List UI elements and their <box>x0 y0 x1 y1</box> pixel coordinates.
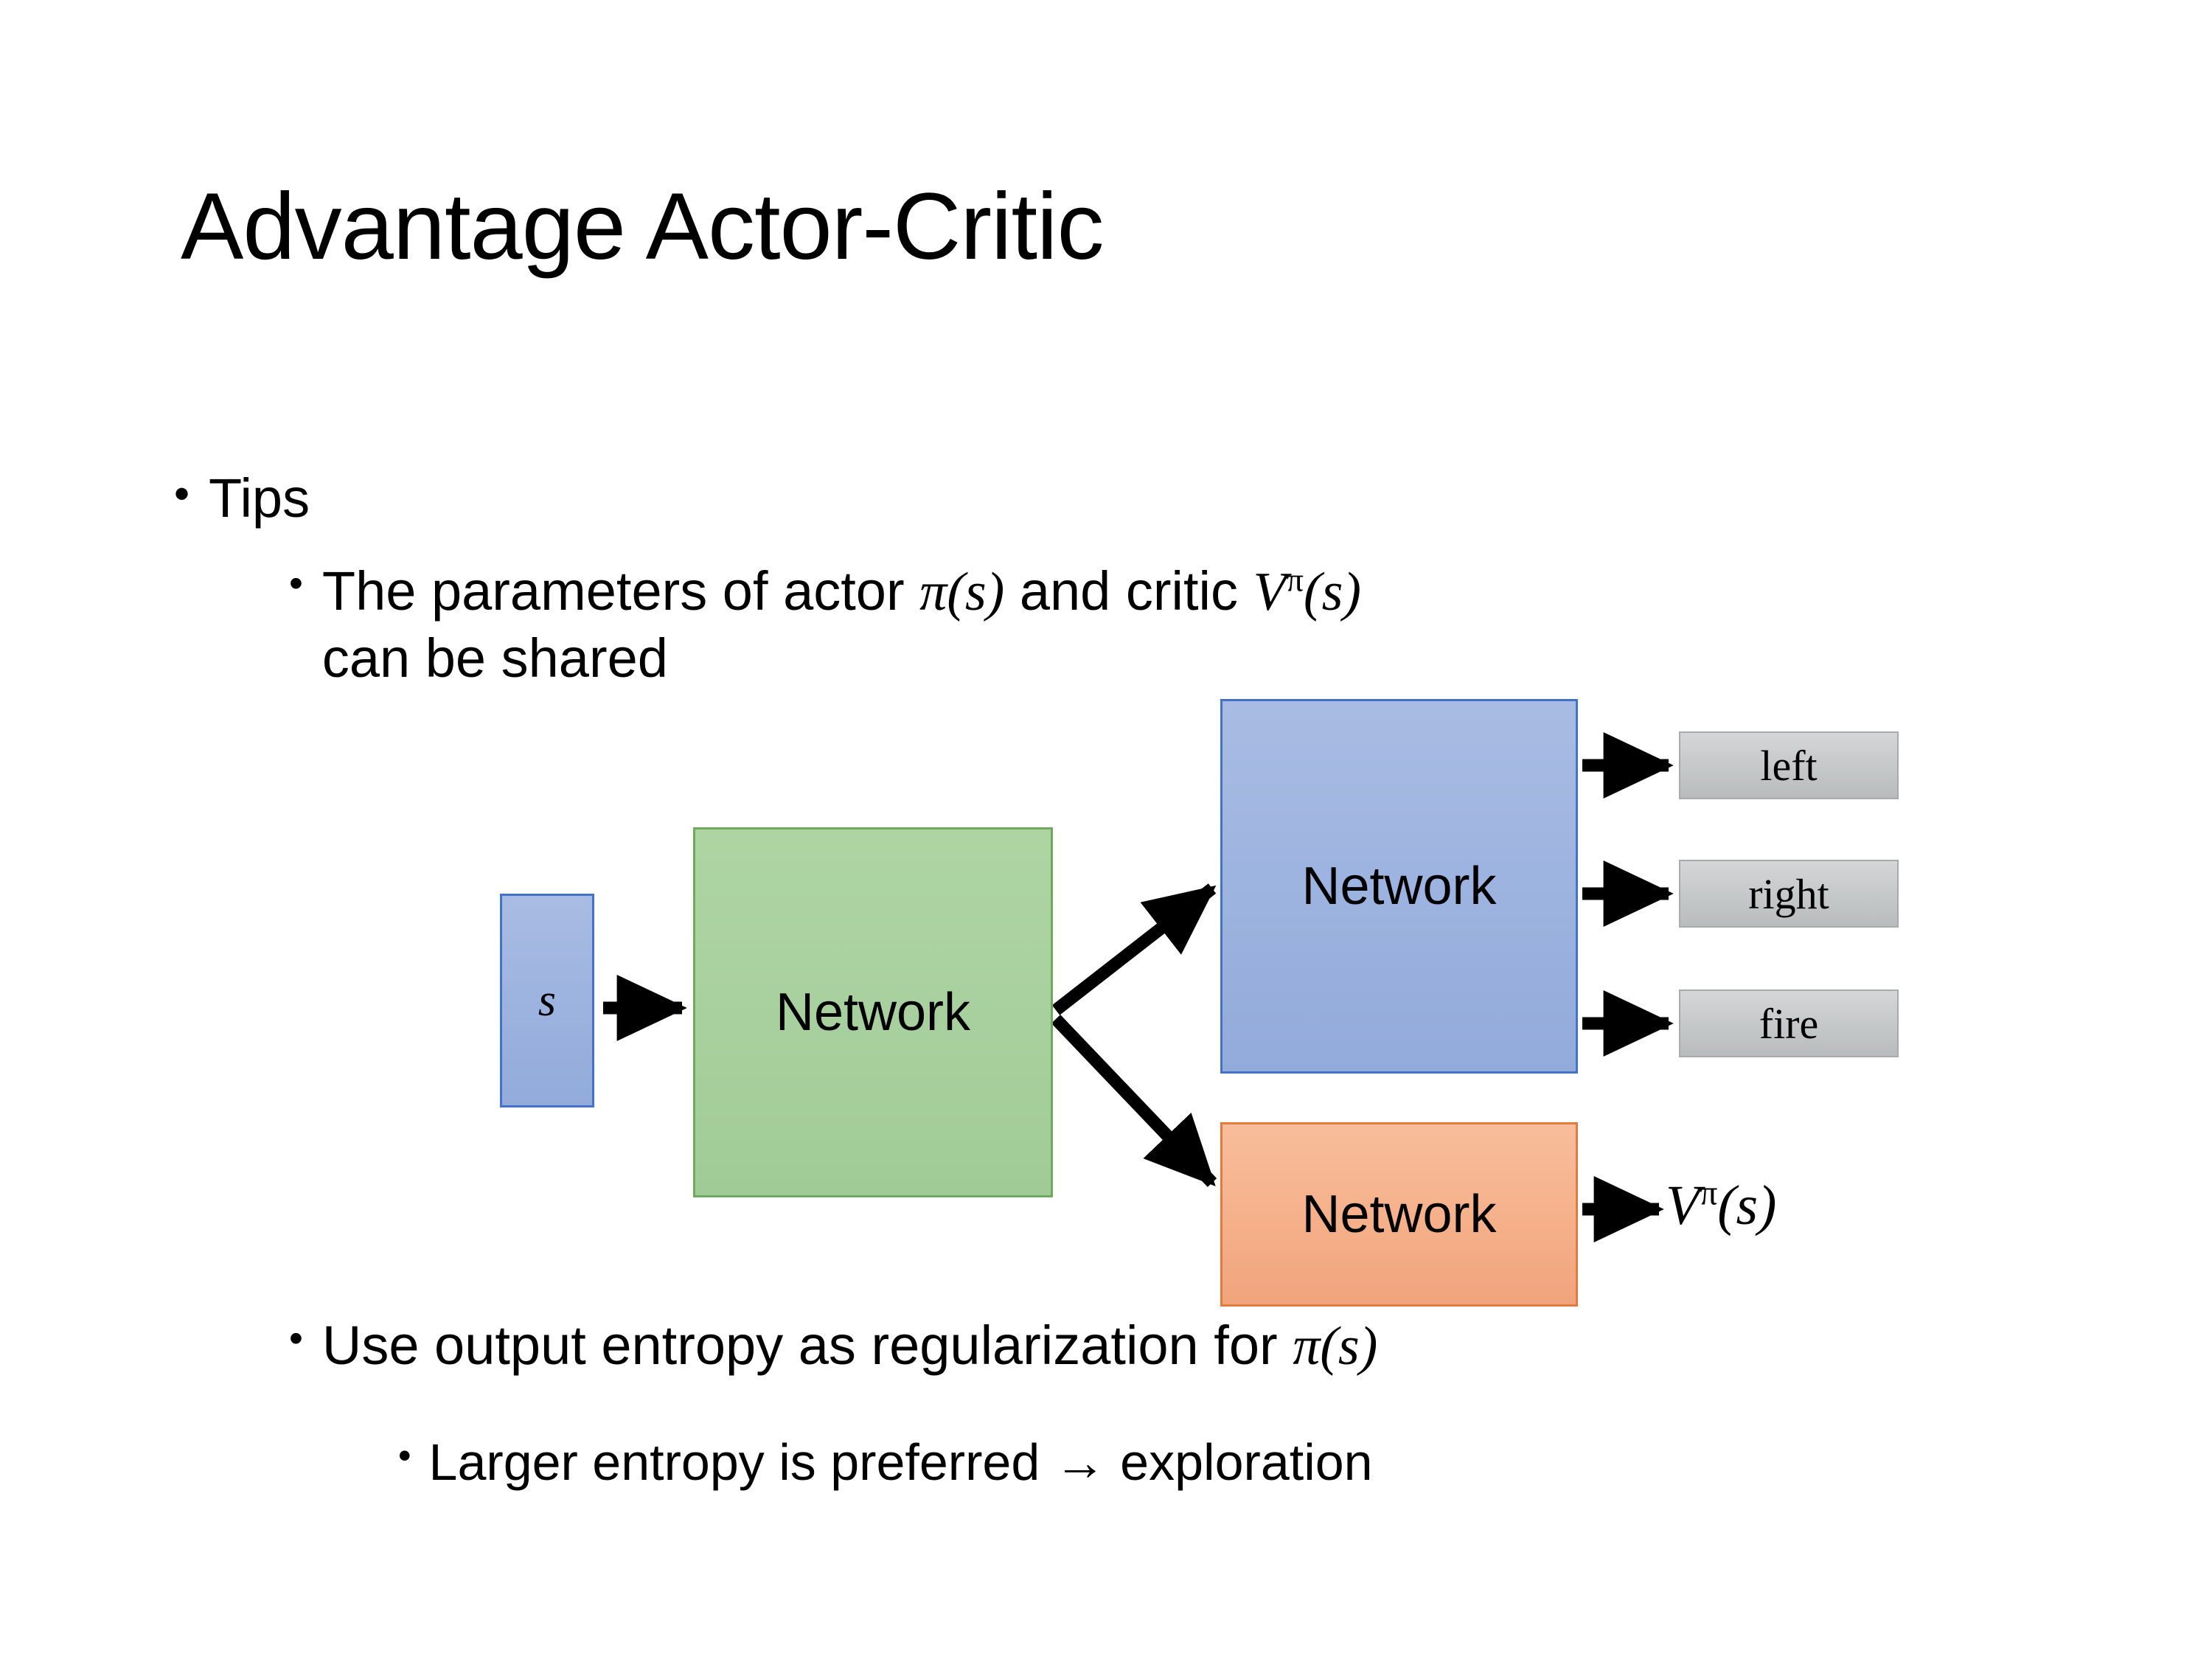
bullet-tips: • Tips <box>174 467 310 529</box>
arrow-shared-to-critic <box>1051 1015 1217 1187</box>
text-entropy-prefix: Use output entropy as regularization for <box>321 1315 1293 1376</box>
node-critic-network: Network <box>1220 1122 1578 1307</box>
slide-title: Advantage Actor-Critic <box>181 174 1104 279</box>
bullet-entropy-regularization-label: Use output entropy as regularization for… <box>322 1314 1377 1378</box>
output-value-label: Vπ(s) <box>1666 1174 1776 1238</box>
bullet-larger-entropy: • Larger entropy is preferred → explorat… <box>398 1433 1373 1492</box>
output-action-right-label: right <box>1748 869 1829 918</box>
output-action-right: right <box>1679 860 1899 928</box>
arrow-shared-to-actor <box>1051 883 1217 1015</box>
bullet-marker-icon: • <box>289 561 303 605</box>
text-parameters-prefix: The parameters of actor <box>321 560 920 622</box>
math-pi-of-s: π(s) <box>919 562 1005 622</box>
math-v-superscript-pi: π <box>1286 560 1304 599</box>
math-pi-of-s: π(s) <box>1293 1316 1378 1377</box>
bullet-entropy-regularization: • Use output entropy as regularization f… <box>289 1314 1377 1378</box>
text-and-critic: and critic <box>1004 560 1253 622</box>
bullet-larger-entropy-label: Larger entropy is preferred → exploratio… <box>428 1433 1373 1491</box>
node-shared-network: Network <box>693 827 1053 1197</box>
math-v-argument: (s) <box>1303 562 1362 622</box>
output-action-left-label: left <box>1760 741 1818 790</box>
node-actor-network-label: Network <box>1301 857 1497 916</box>
node-state: s <box>500 894 594 1107</box>
bullet-marker-icon: • <box>174 469 190 518</box>
output-action-fire-label: fire <box>1759 999 1819 1048</box>
node-shared-network-label: Network <box>775 983 971 1042</box>
text-can-be-shared: can be shared <box>321 627 668 689</box>
value-v-argument: (s) <box>1717 1175 1777 1237</box>
bullet-shared-parameters-label: The parameters of actor π(s) and critic … <box>322 558 1361 692</box>
bullet-tips-label: Tips <box>209 467 310 529</box>
bullet-marker-icon: • <box>289 1316 303 1360</box>
math-v-base: V <box>1253 562 1287 622</box>
node-critic-network-label: Network <box>1301 1185 1497 1244</box>
output-action-fire: fire <box>1679 990 1899 1057</box>
bullet-marker-icon: • <box>398 1435 411 1476</box>
value-v-base: V <box>1666 1175 1700 1237</box>
node-actor-network: Network <box>1220 699 1578 1074</box>
value-v-superscript-pi: π <box>1700 1174 1718 1213</box>
node-state-label: s <box>538 975 557 1026</box>
output-action-left: left <box>1679 731 1899 799</box>
bullet-shared-parameters: • The parameters of actor π(s) and criti… <box>289 558 2059 692</box>
